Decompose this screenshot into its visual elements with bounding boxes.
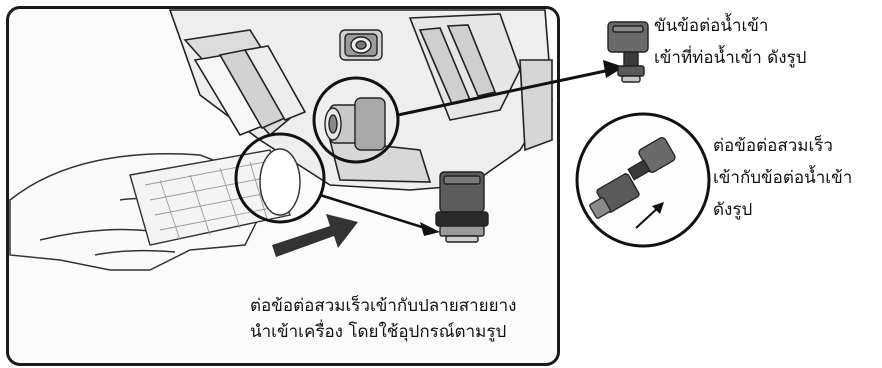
hose-highlight-circle [234,132,326,224]
caption-join-connectors: ต่อข้อต่อสวมเร็ว เข้ากับข้อต่อน้ำเข้า ดั… [713,130,852,226]
tap-connector [607,21,649,83]
inlet-highlight-circle [312,76,400,164]
caption-join-connectors-line1: ต่อข้อต่อสวมเร็ว [713,136,833,156]
connection-detail-circle [575,112,711,248]
garden-hose-end [129,148,301,246]
caption-tap-connector: ขันข้อต่อน้ำเข้า เข้าที่ท่อน้ำเข้า ดังรู… [654,10,806,74]
caption-attach-hose: ต่อข้อต่อสวมเร็วเข้ากับปลายสายยาง นำเข้า… [250,293,516,345]
join-direction-arrow [652,202,664,214]
insert-direction-arrow [272,214,358,257]
connection-detail [575,112,711,248]
outlet-fitting [339,29,383,61]
water-inlet-fitting [324,97,386,151]
caption-join-connectors-line3: ดังรูป [713,200,753,220]
callout-line-inlet [397,68,611,117]
callout-line-hose [319,193,426,230]
callout-arrowhead-hose [420,222,440,236]
caption-join-connectors-line2: เข้ากับข้อต่อน้ำเข้า [713,168,853,188]
caption-tap-connector-line1: ขันข้อต่อน้ำเข้า [654,16,769,36]
caption-attach-hose-line1: ต่อข้อต่อสวมเร็วเข้ากับปลายสายยาง [250,296,517,316]
callout-arrowhead-inlet [603,60,624,78]
quick-connector [435,171,489,243]
caption-attach-hose-line2: นำเข้าเครื่อง โดยใช้อุปกรณ์ตามรูป [250,322,507,342]
caption-tap-connector-line2: เข้าที่ท่อน้ำเข้า ดังรูป [654,48,807,68]
